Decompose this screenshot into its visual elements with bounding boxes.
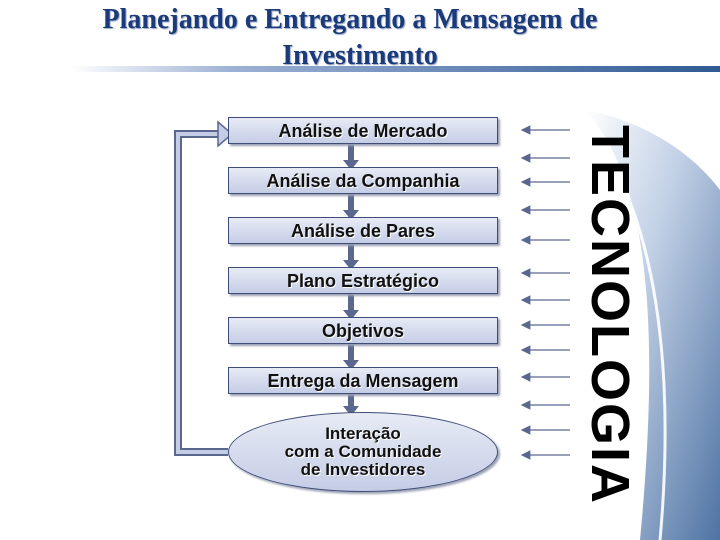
step-market-analysis: Análise de Mercado (228, 117, 498, 144)
step-investor-interaction: Interação com a Comunidade de Investidor… (228, 412, 498, 492)
technology-label: TECNOLOGIA (580, 125, 640, 505)
investor-interaction-line-3: de Investidores (301, 461, 426, 479)
feedback-loop-line (178, 134, 228, 452)
investor-interaction-line-1: Interação (325, 425, 401, 443)
feedback-loop-inner (178, 134, 228, 452)
step-strategic-plan: Plano Estratégico (228, 267, 498, 294)
step-company-analysis: Análise da Companhia (228, 167, 498, 194)
technology-arrows (522, 130, 570, 455)
page-title-line-2: Investimento (0, 40, 720, 72)
step-peer-analysis: Análise de Pares (228, 217, 498, 244)
step-objectives: Objetivos (228, 317, 498, 344)
step-message-delivery: Entrega da Mensagem (228, 367, 498, 394)
page-title-line-1: Planejando e Entregando a Mensagem de (0, 4, 710, 36)
investor-interaction-line-2: com a Comunidade (285, 443, 442, 461)
